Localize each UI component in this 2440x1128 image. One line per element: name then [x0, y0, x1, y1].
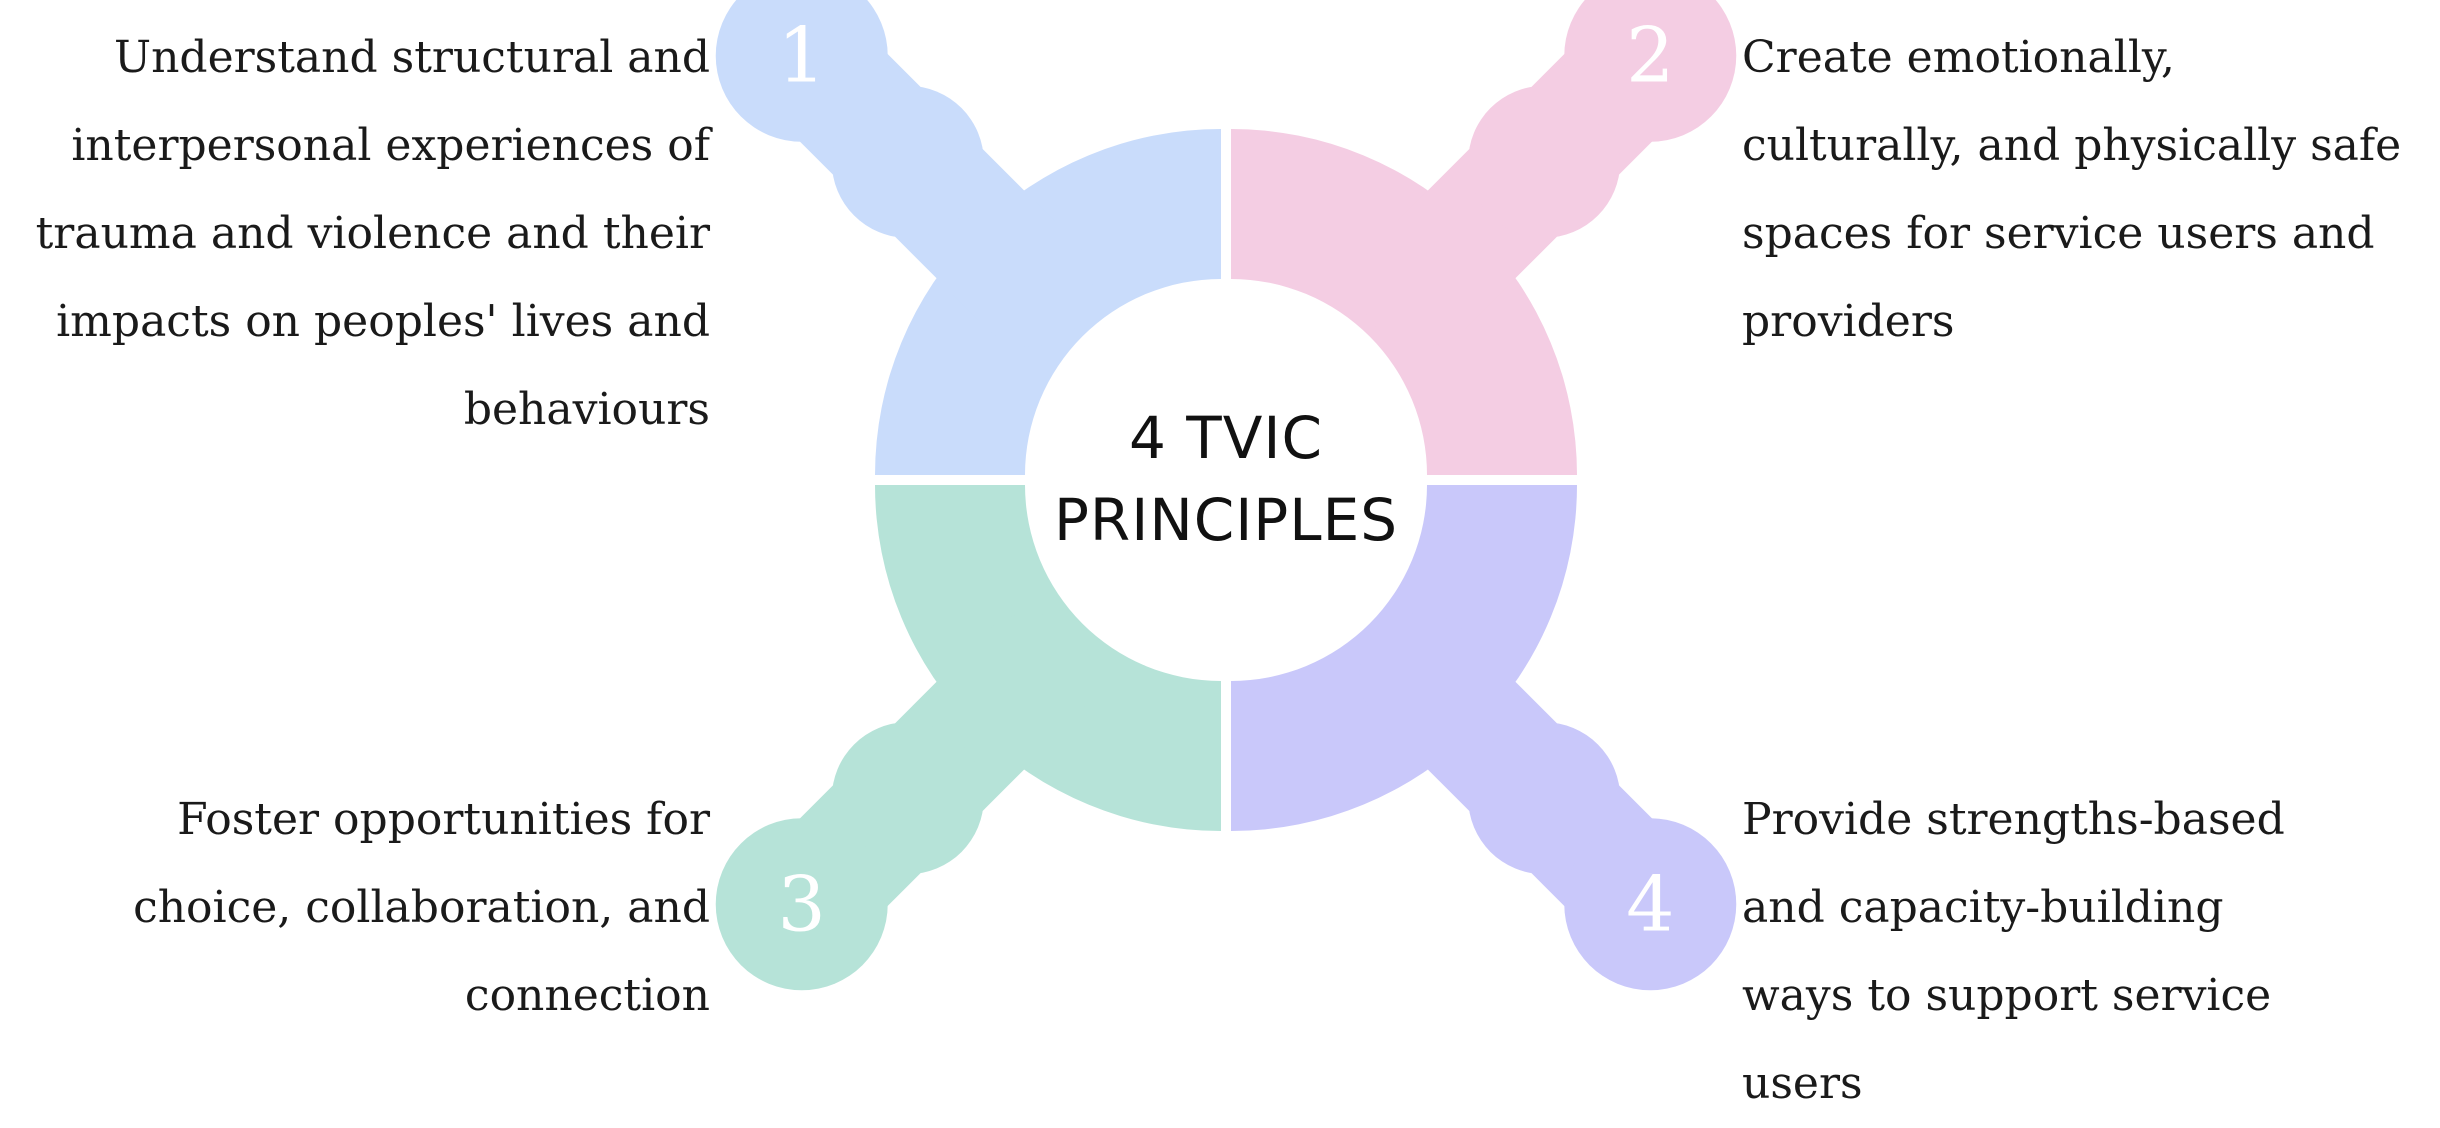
principle-2-neck: [1468, 85, 1621, 238]
principle-1-neck: [831, 85, 984, 238]
principle-3-line: Foster opportunities for: [177, 794, 710, 845]
principle-2-line: Create emotionally,: [1742, 32, 2175, 83]
principle-3-line: connection: [464, 970, 710, 1021]
principle-1-line: impacts on peoples' lives and: [56, 296, 710, 347]
principle-4-neck: [1468, 722, 1621, 875]
principle-3-description: Foster opportunities for choice, collabor…: [90, 776, 710, 1040]
principle-4-number: 4: [1626, 859, 1674, 948]
principle-4-line: ways to support service: [1742, 970, 2272, 1021]
principle-2-shape: [1231, 0, 1737, 475]
principle-4-line: and capacity-building: [1742, 882, 2224, 933]
principle-4-line: users: [1742, 1058, 1863, 1109]
principle-3-shape: [715, 485, 1221, 991]
principle-4-line: Provide strengths-based: [1742, 794, 2285, 845]
principle-1-line: Understand structural and: [114, 32, 710, 83]
principle-3-knob: [715, 818, 888, 991]
principle-2-description: Create emotionally, culturally, and physi…: [1742, 14, 2432, 366]
principle-1-number: 1: [778, 11, 826, 100]
principle-3-number: 3: [778, 859, 826, 948]
principle-1-line: interpersonal experiences of: [71, 120, 710, 171]
principle-4-description: Provide strengths-based and capacity-buil…: [1742, 776, 2362, 1128]
center-title-line-1: 4 TVIC: [1129, 404, 1323, 472]
principle-2-line: providers: [1742, 296, 1955, 347]
principle-1-shape: [715, 0, 1221, 475]
principle-1-description: Understand structural and interpersonal e…: [10, 14, 710, 454]
principle-2-line: spaces for service users and: [1742, 208, 2375, 259]
center-title-line-2: PRINCIPLES: [1054, 486, 1398, 554]
principle-1-knob: [715, 0, 888, 142]
principle-2-line: culturally, and physically safe: [1742, 120, 2402, 171]
principle-4-knob: [1564, 818, 1737, 991]
principle-3-line: choice, collaboration, and: [133, 882, 710, 933]
principle-2-number: 2: [1626, 11, 1674, 100]
principle-3-neck: [831, 722, 984, 875]
center-hole: [1032, 286, 1420, 674]
principle-1-line: behaviours: [463, 384, 710, 435]
principle-1-line: trauma and violence and their: [35, 208, 710, 259]
principle-4-shape: [1231, 485, 1737, 991]
principle-2-knob: [1564, 0, 1737, 142]
quadrant-petals: [715, 0, 1737, 991]
